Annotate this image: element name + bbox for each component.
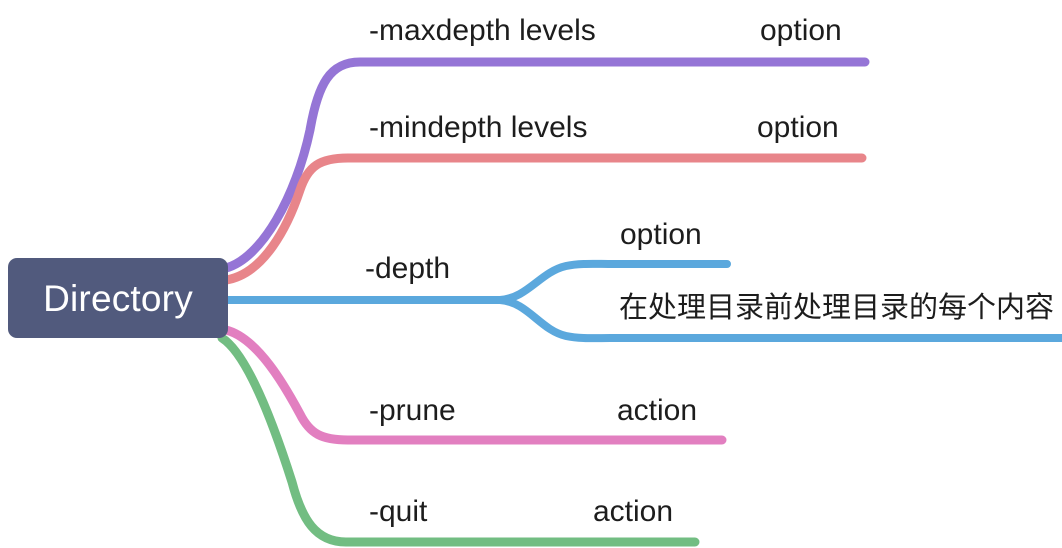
branch-label-mindepth: -mindepth levels (369, 111, 588, 144)
connector-prune (221, 325, 727, 445)
branch-label-depth: -depth (365, 252, 451, 285)
connector-depth-description (496, 296, 1062, 343)
connector-depth-option (496, 259, 731, 304)
connector-mindepth (221, 153, 867, 285)
root-node[interactable]: Directory (8, 258, 228, 338)
branch-label-depth-option: option (620, 218, 702, 251)
branch-category-maxdepth: option (760, 14, 842, 47)
branch-label-maxdepth: -maxdepth levels (369, 14, 596, 47)
connector-quit (217, 333, 700, 547)
branch-category-prune: action (617, 394, 698, 427)
branch-label-depth-description: 在处理目录前处理目录的每个内容 (619, 290, 1055, 324)
branch-category-mindepth: option (757, 111, 839, 144)
branch-label-quit: -quit (369, 495, 428, 528)
connector-maxdepth (221, 57, 870, 273)
branch-label-prune: -prune (369, 394, 456, 427)
root-node-label: Directory (43, 277, 193, 319)
branch-category-quit: action (593, 495, 674, 528)
